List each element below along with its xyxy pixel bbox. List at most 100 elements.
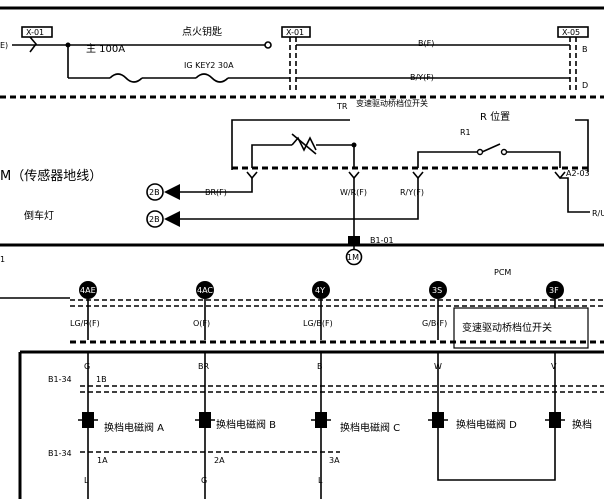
connector-b101-label: B1-01 <box>370 236 394 245</box>
switch-r1-blade <box>481 143 501 153</box>
solenoid-label-c: 换档电磁阀 C <box>340 421 400 434</box>
wire-ryf-label: R/Y(F) <box>400 188 424 197</box>
solenoid-return-loop <box>437 470 556 481</box>
bottom-pin-2a: 2A <box>214 456 225 465</box>
switch-housing-right <box>575 119 589 172</box>
pcm-pin-4ae: 4AE <box>79 281 97 299</box>
solenoid-coil-e <box>545 412 565 428</box>
wire-brf <box>180 178 253 193</box>
main-fuse-label: 主 100A <box>86 43 125 55</box>
svg-text:1M: 1M <box>347 253 359 262</box>
wire-wrf-label: W/R(F) <box>340 188 367 197</box>
tr-label: TR <box>336 102 348 111</box>
svg-text:4Y: 4Y <box>315 286 325 295</box>
connector-x01-mid: X-01 <box>281 26 311 38</box>
ground-ref-2b-upper: 2B <box>146 183 164 201</box>
pcm-wire-label-3: LG/B(F) <box>303 319 333 328</box>
switch-housing-left <box>231 119 350 170</box>
pin-arrow-4 <box>554 171 566 180</box>
switch-r1-right <box>506 151 561 168</box>
bottom-color-1: L <box>84 476 89 485</box>
wire-ru <box>560 177 590 213</box>
ground-ref-1m: 1M <box>345 248 363 266</box>
svg-text:2B: 2B <box>149 215 160 224</box>
solenoid-label-d: 换档电磁阀 D <box>456 418 517 431</box>
svg-text:4AC: 4AC <box>197 286 213 295</box>
solenoid-label-b: 换档电磁阀 B <box>216 418 276 431</box>
ignition-key-switch <box>264 41 272 49</box>
pcm-pin-3f: 3F <box>546 281 564 299</box>
solenoid-coil-a <box>78 412 98 428</box>
svg-text:X-01: X-01 <box>286 28 304 37</box>
bottom-color-3: L <box>318 476 323 485</box>
reverse-light-label: 倒车灯 <box>24 209 54 222</box>
pin-arrow-1 <box>246 171 258 180</box>
switch-internal-left <box>251 144 292 168</box>
solenoid-color-5: V <box>551 362 557 371</box>
ground-ref-2b-lower: 2B <box>146 210 164 228</box>
connector-a203-label: A2-03 <box>566 169 590 178</box>
svg-text:X-01: X-01 <box>26 28 44 37</box>
fuse-main-symbol <box>109 73 143 83</box>
connector-b134-top-label: B1-34 <box>48 375 72 384</box>
solenoid-color-3: B <box>317 362 323 371</box>
connector-b101-block <box>348 236 360 244</box>
bottom-pin-1a: 1A <box>97 456 108 465</box>
connector-b134-bottom-label: B1-34 <box>48 449 72 458</box>
pcm-wire-label-1: LG/R(F) <box>70 319 100 328</box>
switch-r1-contact-b <box>500 148 508 156</box>
pcm-label: PCM <box>494 268 511 277</box>
solenoid-coil-c <box>311 412 331 428</box>
wire-byf-label: B/Y(F) <box>410 73 434 82</box>
svg-text:4AE: 4AE <box>80 286 96 295</box>
pcm-wire-label-4: G/B(F) <box>422 319 447 328</box>
pcm-pin-4y: 4Y <box>312 281 330 299</box>
switch-r1-left <box>417 151 478 168</box>
left-mark: 1 <box>0 255 5 264</box>
ignition-key-label: 点火钥匙 <box>182 25 222 38</box>
svg-text:变速驱动桥档位开关: 变速驱动桥档位开关 <box>462 321 552 334</box>
bottom-color-2: G <box>201 476 207 485</box>
ru-label: R/U <box>592 209 604 218</box>
r1-label: R1 <box>460 128 471 137</box>
switch-internal-mid <box>316 144 355 168</box>
pin-arrow-3 <box>412 171 424 180</box>
svg-text:3F: 3F <box>549 286 559 295</box>
solenoid-color-1: G <box>84 362 90 371</box>
solenoid-label-e: 换档 <box>572 418 592 431</box>
pin-b-label: B <box>582 45 588 54</box>
label-e-left: E) <box>0 41 8 50</box>
switch-r1-contact-a <box>476 148 484 156</box>
connector-x01-left-arrow <box>29 36 38 53</box>
top-pin-1b: 1B <box>96 375 107 384</box>
bottom-pin-3a: 3A <box>329 456 340 465</box>
trans-switch-top-label: 变速驱动桥档位开关 <box>356 98 428 108</box>
wire-brf-label: BR(F) <box>205 188 227 197</box>
solenoid-color-2: BR <box>198 362 209 371</box>
solenoid-coil-b <box>195 412 215 428</box>
switch-junction <box>351 142 357 148</box>
arrow-2b-lower <box>164 211 180 227</box>
wire-bf-label: B(F) <box>418 39 434 48</box>
switch-variable-contact <box>291 136 317 152</box>
solenoid-coil-d <box>428 412 448 428</box>
sensor-ground-label: M（传感器地线） <box>0 168 102 184</box>
pin-arrow-2 <box>348 171 360 180</box>
svg-text:3S: 3S <box>432 286 442 295</box>
pcm-pin-3s: 3S <box>429 281 447 299</box>
solenoid-label-a: 换档电磁阀 A <box>104 421 164 434</box>
r-position-label: R 位置 <box>480 110 510 123</box>
connector-x01-left: X-01 <box>21 26 53 38</box>
pcm-pin-4ac: 4AC <box>196 281 214 299</box>
pcm-wire-label-2: O(F) <box>193 319 210 328</box>
switch-variable-arrow <box>291 133 317 155</box>
wire-ryf <box>180 178 419 220</box>
svg-text:X-05: X-05 <box>562 28 580 37</box>
igkey-fuse-label: IG KEY2 30A <box>184 61 234 70</box>
svg-text:2B: 2B <box>149 188 160 197</box>
fuse-igkey-symbol <box>195 73 229 83</box>
pin-d-label: D <box>582 81 588 90</box>
arrow-2b-upper <box>164 184 180 200</box>
connector-x05: X-05 <box>557 26 589 38</box>
